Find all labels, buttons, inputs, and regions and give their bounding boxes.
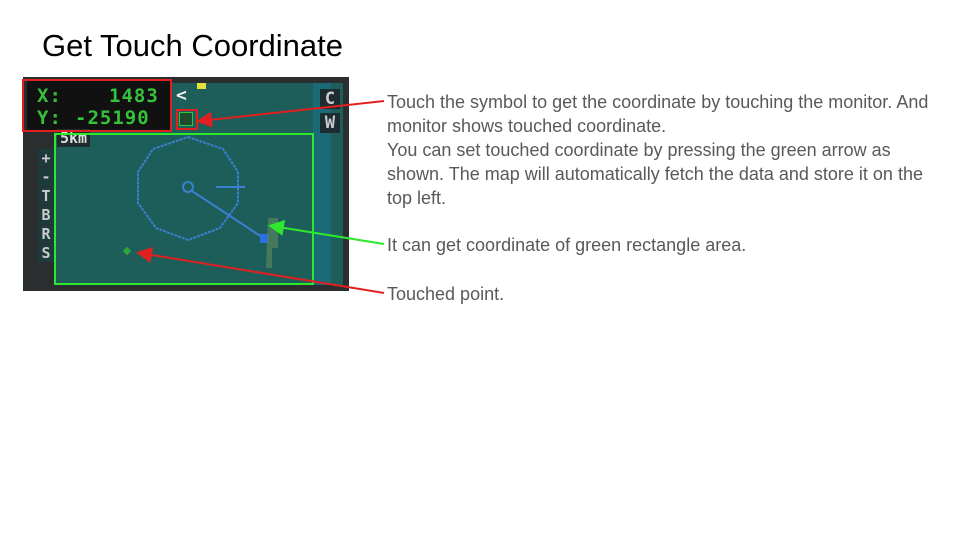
note-green-area: It can get coordinate of green rectangle… [387,235,747,255]
waypoint-marker [260,234,269,243]
c-button[interactable]: C [320,89,340,109]
back-button[interactable]: < [176,85,187,106]
s-button[interactable]: S [38,244,54,262]
map-monitor[interactable]: X: 1483 Y: -25190 < 5km + - T B R S C W [23,77,349,291]
w-button[interactable]: W [320,113,340,133]
x-label: X: [37,85,62,107]
map-drawing [122,135,278,268]
y-value: -25190 [75,107,150,129]
slide-title: Get Touch Coordinate [42,28,344,63]
touched-point-marker [122,246,132,256]
land-patch [266,218,278,268]
zoom-in-button[interactable]: + [38,149,54,167]
r-button[interactable]: R [38,225,54,243]
green-area-box [54,133,314,285]
x-value: 1483 [109,85,159,107]
arrow-touched-point [136,247,385,294]
coordinate-readout [27,81,171,131]
vehicle-icon [182,181,194,193]
touch-symbol-button[interactable] [179,112,193,126]
note-touch-symbol: Touch the symbol to get the coordinate b… [387,92,929,208]
arrow-green-area [268,220,385,245]
arrow-touch-symbol [196,100,385,128]
indicator-icon [197,83,206,89]
coordinate-highlight-box [22,79,172,132]
note-touched-point: Touched point. [387,284,505,304]
y-label: Y: [37,107,62,129]
t-button[interactable]: T [38,187,54,205]
touch-symbol-highlight-box [176,109,198,130]
range-circle [137,135,239,242]
zoom-out-button[interactable]: - [38,168,54,186]
b-button[interactable]: B [38,206,54,224]
